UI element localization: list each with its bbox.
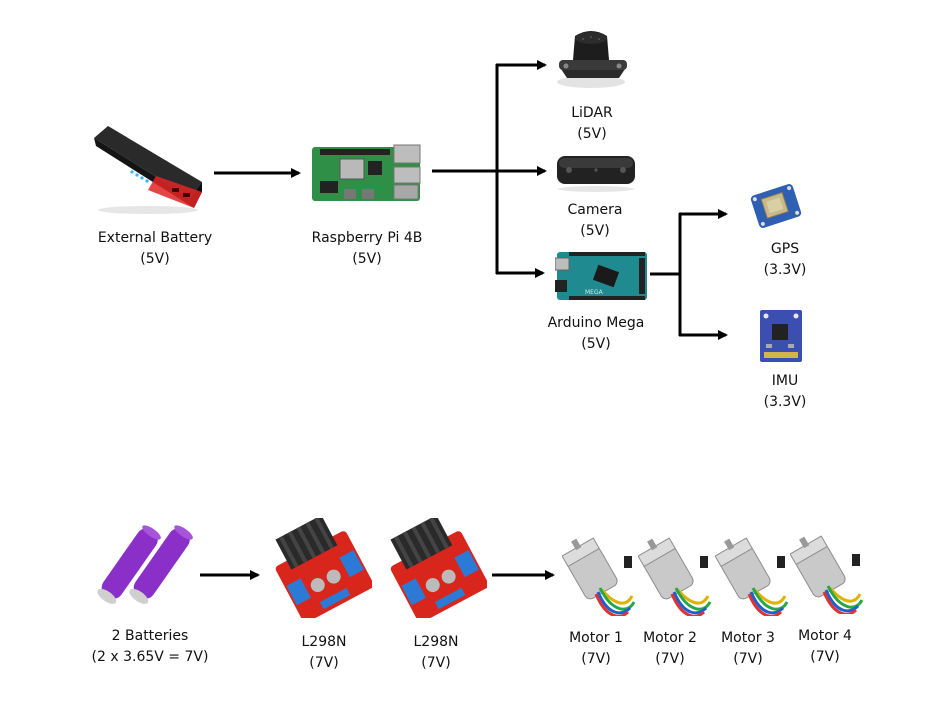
batteries-label: 2 Batteries [92, 626, 209, 647]
motor3-voltage: (7V) [721, 649, 775, 670]
dc-motor-icon [638, 532, 712, 616]
camera-label: Camera [568, 200, 623, 221]
motor2-voltage: (7V) [643, 649, 697, 670]
arduino-label: Arduino Mega [548, 313, 645, 334]
svg-text:MEGA: MEGA [585, 289, 604, 296]
motor-driver-icon [268, 518, 372, 618]
gps-module-icon [748, 183, 804, 229]
raspberry-pi-board-icon [310, 141, 425, 206]
driver1-voltage: (7V) [302, 653, 347, 674]
raspberry-pi-label: Raspberry Pi 4B [312, 228, 423, 249]
driver2-voltage: (7V) [414, 653, 459, 674]
external-battery-label: External Battery [98, 228, 212, 249]
external-battery-voltage: (5V) [98, 249, 212, 270]
driver1-label: L298N [302, 632, 347, 653]
power-bank-icon [90, 120, 205, 215]
arduino-voltage: (5V) [548, 334, 645, 355]
lidar-voltage: (5V) [571, 124, 613, 145]
dc-motor-icon [562, 532, 636, 616]
camera-voltage: (5V) [568, 221, 623, 242]
gps-label: GPS [764, 239, 807, 260]
motor4-voltage: (7V) [798, 647, 852, 668]
lidar-label: LiDAR [571, 103, 613, 124]
motor-driver-icon [383, 518, 487, 618]
motor2-label: Motor 2 [643, 628, 697, 649]
driver2-label: L298N [414, 632, 459, 653]
imu-label: IMU [764, 371, 807, 392]
motor4-label: Motor 4 [798, 626, 852, 647]
dc-motor-icon [790, 530, 864, 614]
gps-voltage: (3.3V) [764, 260, 807, 281]
arduino-board-icon: MEGA [555, 248, 650, 304]
imu-voltage: (3.3V) [764, 392, 807, 413]
batteries-voltage: (2 x 3.65V = 7V) [92, 647, 209, 668]
motor1-voltage: (7V) [569, 649, 623, 670]
battery-cells-icon [90, 520, 200, 610]
depth-camera-icon [555, 150, 637, 194]
motor3-label: Motor 3 [721, 628, 775, 649]
imu-module-icon [758, 308, 804, 364]
raspberry-pi-voltage: (5V) [312, 249, 423, 270]
lidar-sensor-icon [555, 26, 630, 90]
dc-motor-icon [715, 532, 789, 616]
motor1-label: Motor 1 [569, 628, 623, 649]
